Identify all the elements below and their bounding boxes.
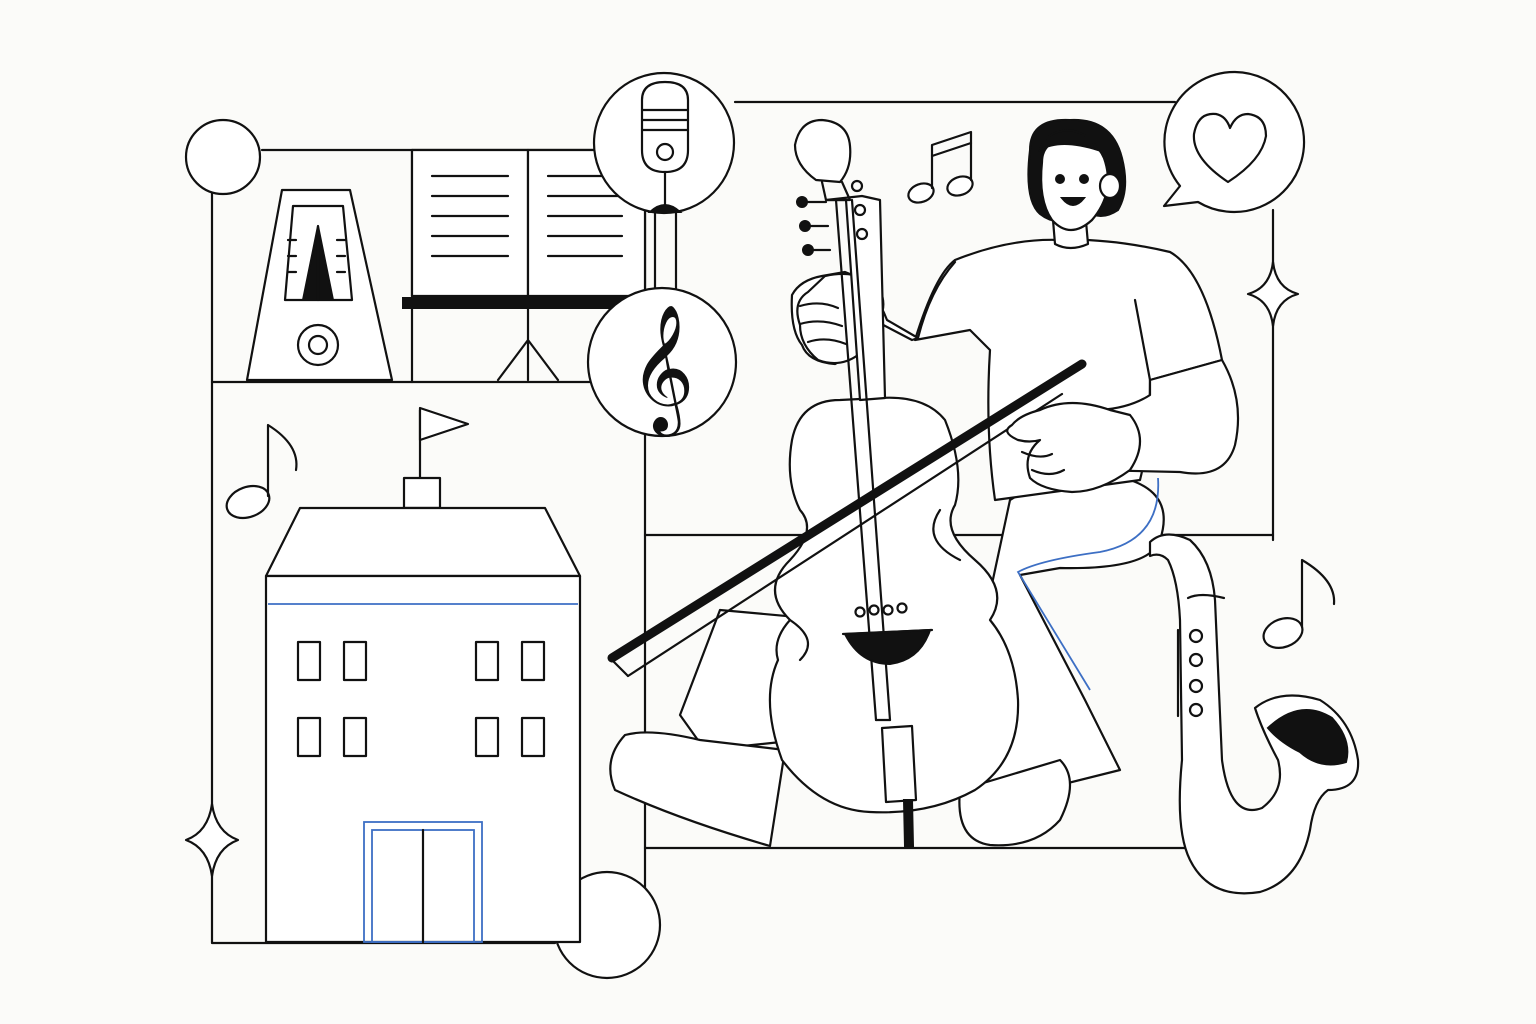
character-hand-right: [1006, 401, 1142, 494]
character-shoe-left: [609, 731, 787, 848]
character-shoe-right: [958, 758, 1071, 847]
music-note-right: [1262, 558, 1336, 649]
metronome: [245, 188, 394, 382]
sparkle-right: [1246, 260, 1300, 328]
music-note-left: [225, 423, 298, 520]
heart-speech-bubble-icon: [1162, 70, 1306, 214]
cello-scroll: [793, 118, 852, 184]
saxophone-keys: [1176, 628, 1204, 718]
corner-circle-top-left: [184, 118, 262, 196]
building-door: [363, 821, 483, 944]
school-building: [264, 406, 582, 944]
treble-clef-icon: 𝄞: [586, 286, 738, 438]
sparkle-left: [184, 802, 240, 878]
cello-tuning-pegs: [796, 179, 869, 256]
microphone-icon: [592, 71, 736, 215]
cello-bow: [607, 359, 1087, 678]
music-note-double: [907, 130, 974, 204]
cello-bridge: [843, 628, 932, 666]
cello: [768, 118, 1020, 847]
hand-fingers: [1020, 450, 1066, 476]
cello-tailpiece: [880, 724, 918, 804]
saxophone: [1148, 533, 1360, 895]
svg-text:𝄞: 𝄞: [629, 303, 694, 437]
building-windows: [296, 640, 546, 758]
